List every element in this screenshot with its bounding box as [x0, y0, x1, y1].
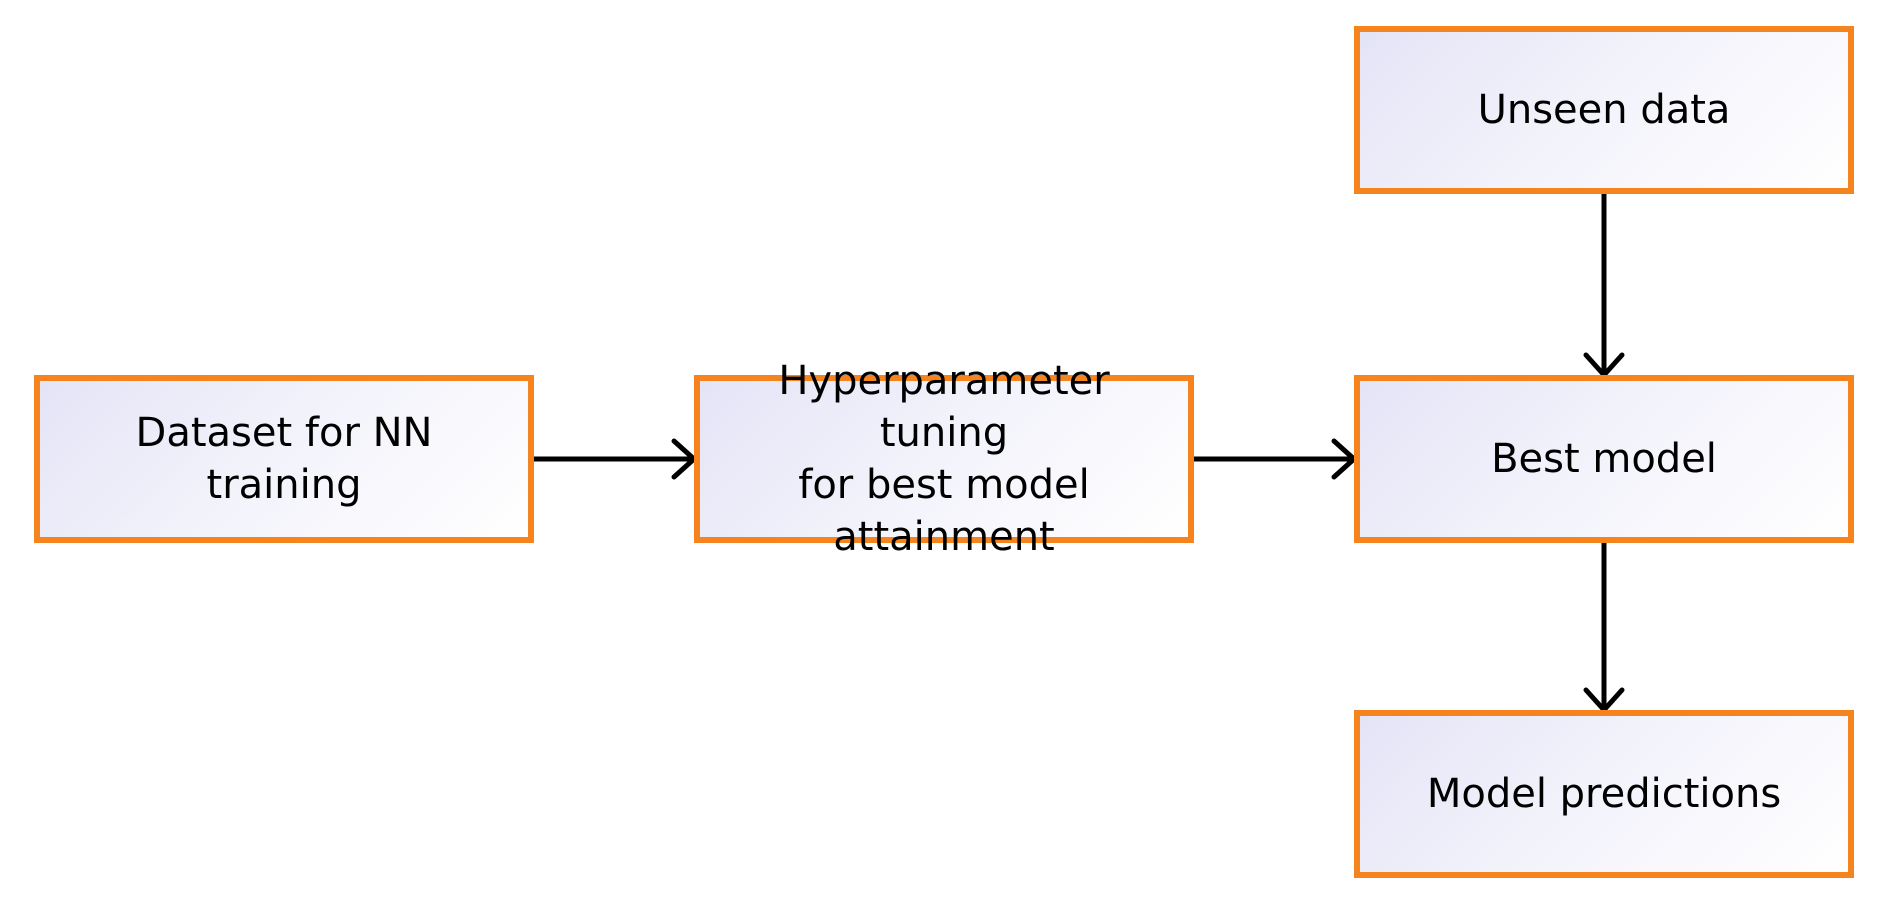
- node-best-model-label: Best model: [1491, 436, 1717, 482]
- arrow-best-model-to-predictions: [1583, 540, 1625, 713]
- node-dataset: Dataset for NN training: [34, 375, 534, 543]
- node-tuning-label-line2: for best model: [798, 462, 1090, 508]
- node-model-predictions-label: Model predictions: [1426, 771, 1782, 817]
- node-best-model: Best model: [1354, 375, 1854, 543]
- arrow-unseen-to-best-model: [1583, 191, 1625, 378]
- arrow-dataset-to-tuning: [531, 438, 697, 480]
- arrow-tuning-to-best-model: [1191, 438, 1357, 480]
- node-unseen-data: Unseen data: [1354, 26, 1854, 194]
- node-model-predictions: Model predictions: [1354, 710, 1854, 878]
- node-dataset-label: Dataset for NN training: [135, 410, 433, 508]
- node-tuning-label-line1: Hyperparameter tuning: [778, 358, 1110, 456]
- node-tuning-label-line3: attainment: [833, 514, 1055, 560]
- node-unseen-data-label: Unseen data: [1477, 87, 1731, 133]
- node-hyperparameter-tuning: Hyperparameter tuning for best model att…: [694, 358, 1194, 560]
